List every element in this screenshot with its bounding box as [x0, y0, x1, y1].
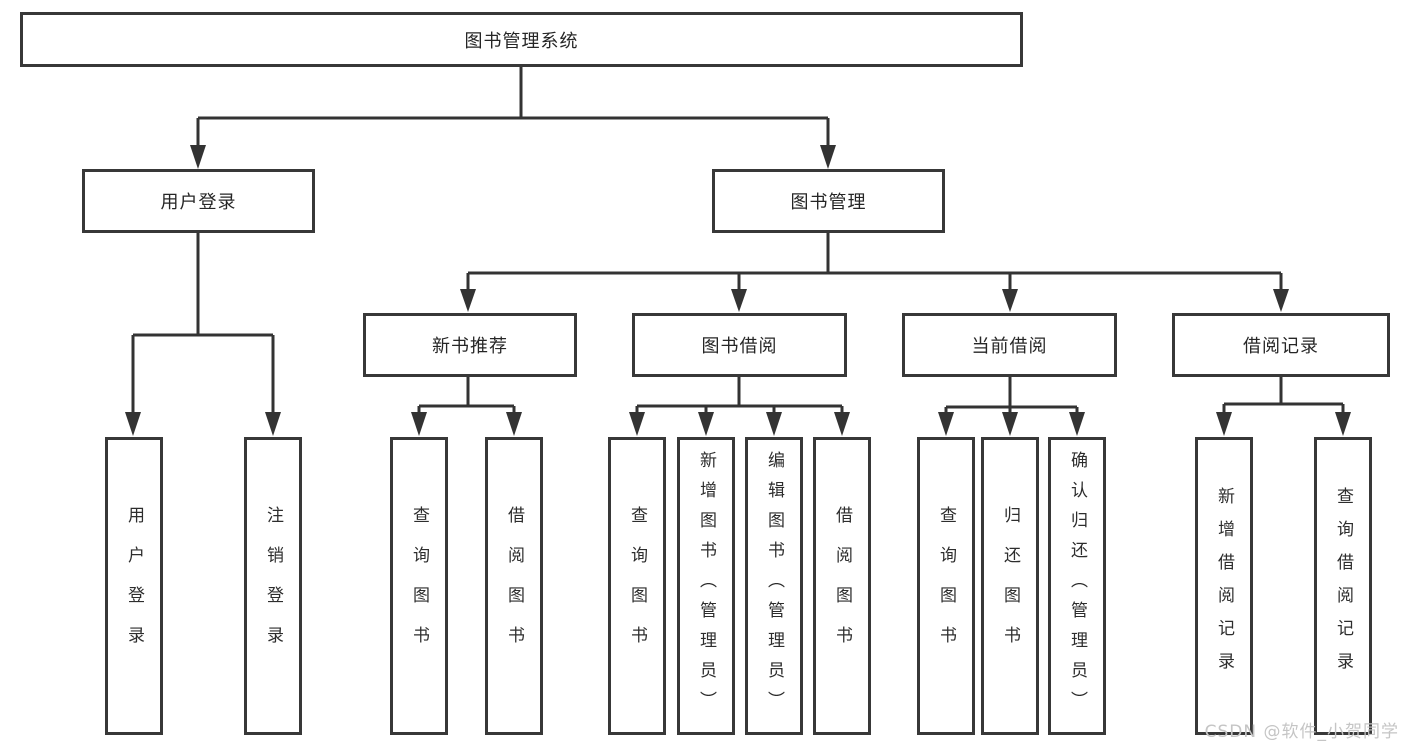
leaf-add-books-admin: 新增图书（管理员）	[677, 437, 735, 735]
leaf-query-books: 查询图书	[390, 437, 448, 735]
node-borrowing-records: 借阅记录	[1172, 313, 1390, 377]
leaf-query-books-2: 查询图书	[608, 437, 666, 735]
csdn-watermark: CSDN @软件_小贺同学	[1204, 722, 1399, 742]
arrowheads	[125, 145, 1351, 436]
leaf-edit-books-admin: 编辑图书（管理员）	[745, 437, 803, 735]
leaf-borrow-books: 借阅图书	[485, 437, 543, 735]
leaf-logout: 注销登录	[244, 437, 302, 735]
node-user-login: 用户登录	[82, 169, 315, 233]
node-new-book-recommendation: 新书推荐	[363, 313, 577, 377]
leaf-return-books: 归还图书	[981, 437, 1039, 735]
leaf-confirm-return-admin: 确认归还（管理员）	[1048, 437, 1106, 735]
leaf-query-books-3: 查询图书	[917, 437, 975, 735]
node-library-management-system: 图书管理系统	[20, 12, 1023, 67]
node-book-borrowing: 图书借阅	[632, 313, 847, 377]
leaf-user-login: 用户登录	[105, 437, 163, 735]
node-current-borrowing: 当前借阅	[902, 313, 1117, 377]
node-book-management: 图书管理	[712, 169, 945, 233]
leaf-query-borrow-record: 查询借阅记录	[1314, 437, 1372, 735]
leaf-borrow-books-2: 借阅图书	[813, 437, 871, 735]
leaf-add-borrow-record: 新增借阅记录	[1195, 437, 1253, 735]
